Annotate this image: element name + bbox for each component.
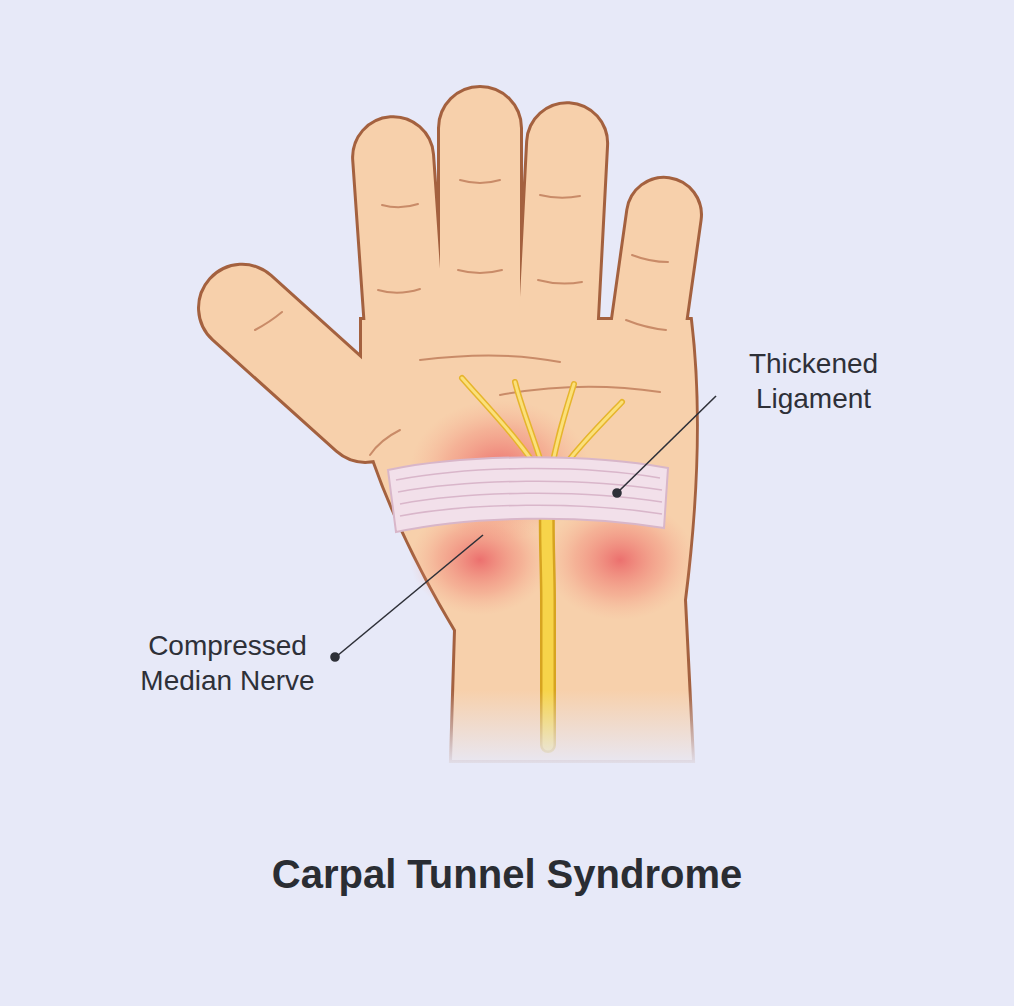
ligament-band (388, 457, 668, 532)
diagram-title-box: Carpal Tunnel Syndrome (0, 852, 1014, 897)
median-nerve (462, 378, 622, 745)
leader-line (331, 396, 716, 661)
part-label-box: Thickened Ligament (726, 346, 901, 416)
part-label: Thickened Ligament (749, 348, 878, 414)
diagram-title: Carpal Tunnel Syndrome (272, 852, 742, 896)
part-label-box: Compressed Median Nerve (120, 628, 335, 698)
part-label: Compressed Median Nerve (140, 630, 314, 696)
wrist-fade (430, 690, 720, 770)
